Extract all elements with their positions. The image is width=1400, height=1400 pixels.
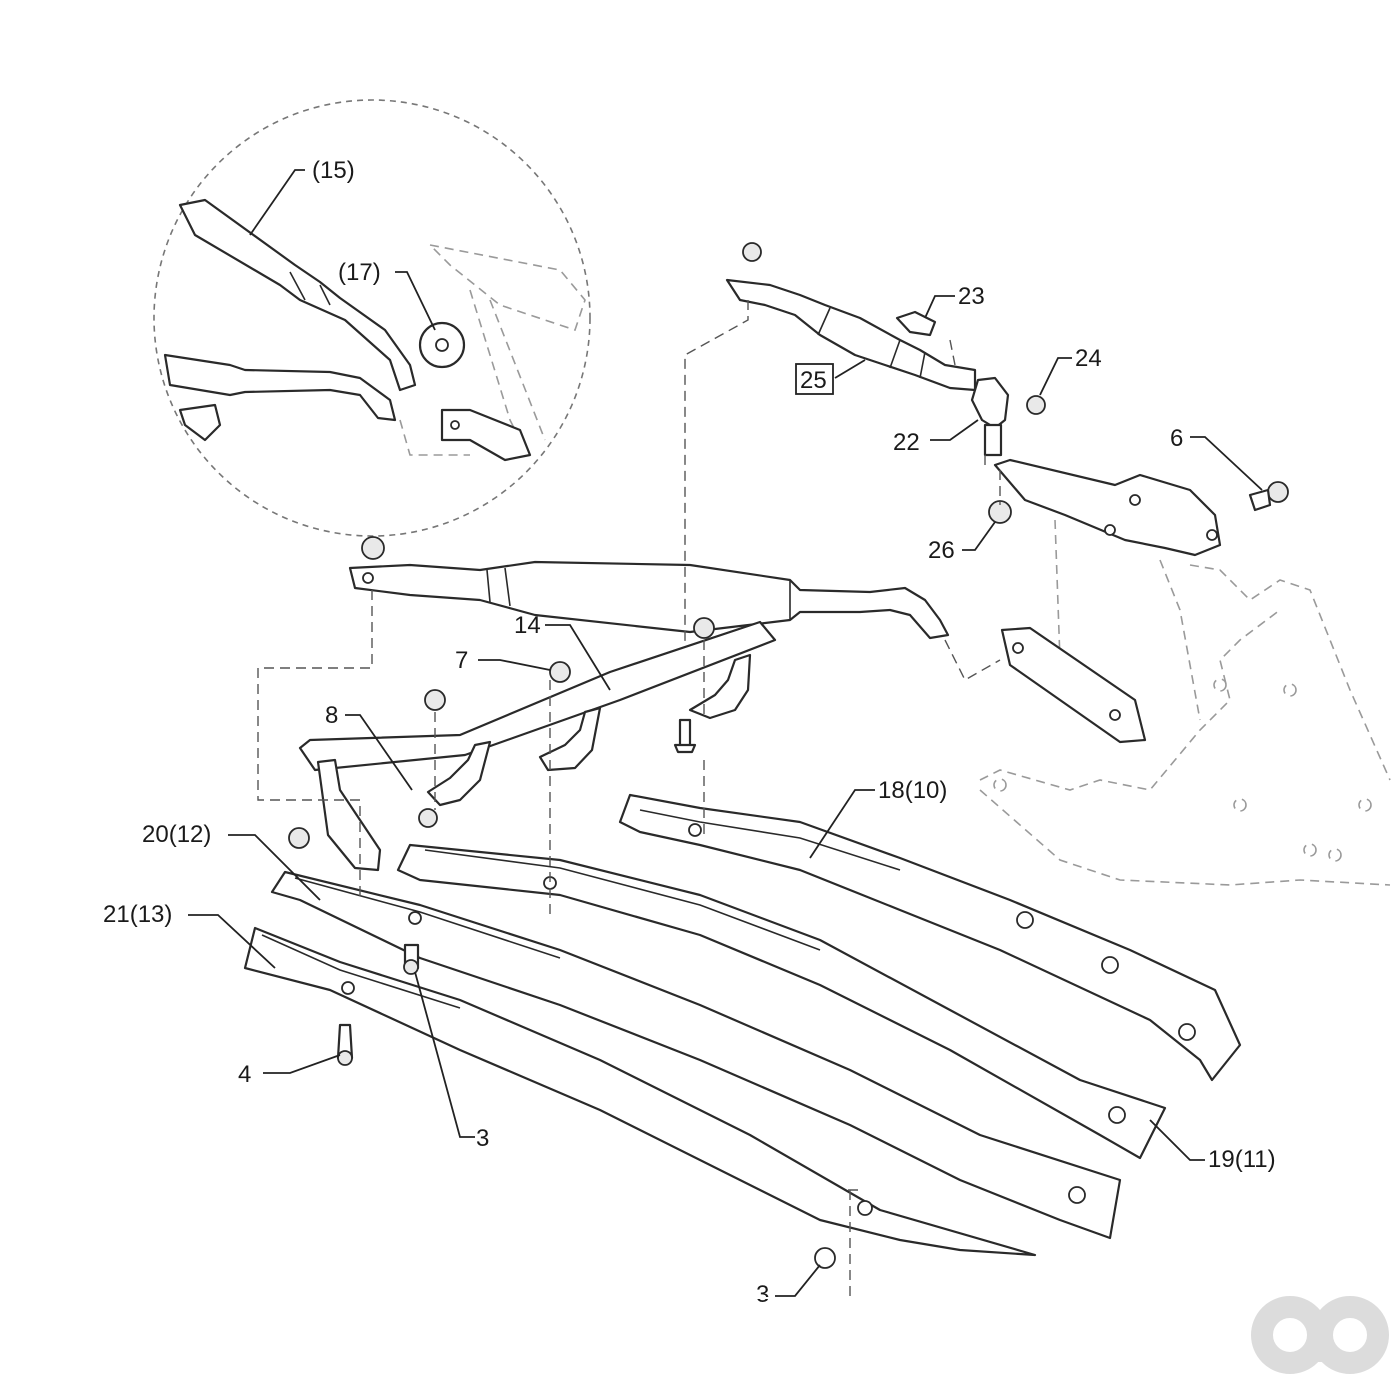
main-turnbuckle (348, 536, 950, 640)
detail-inset (153, 99, 591, 537)
callout-18: 18(10) (878, 777, 947, 804)
ao-logo-icon (1251, 1296, 1389, 1374)
nut (742, 242, 762, 262)
callout-24: 24 (1075, 345, 1102, 372)
callout-labels: (15) (17) 23 24 25 22 6 26 14 7 8 18(10)… (103, 157, 1276, 1308)
leader-lines (188, 169, 1263, 1297)
callout-23: 23 (958, 283, 985, 310)
callout-14: 14 (514, 612, 541, 639)
blades (243, 793, 1242, 1269)
callout-22: 22 (893, 429, 920, 456)
callout-17: (17) (338, 259, 381, 286)
blade-20 (270, 870, 1122, 1240)
right-frame-bracket (979, 458, 1391, 886)
callout-6: 6 (1170, 425, 1183, 452)
blade-19 (396, 843, 1167, 1160)
callout-3a: 3 (476, 1125, 489, 1152)
callout-8: 8 (325, 702, 338, 729)
callout-26: 26 (928, 537, 955, 564)
callout-21: 21(13) (103, 901, 172, 928)
assembly-lines (257, 300, 1001, 1300)
blade-18 (618, 793, 1242, 1082)
upper-turnbuckle (725, 242, 1046, 457)
blade-21 (243, 926, 1037, 1257)
hook-bracket-bar (288, 617, 777, 872)
callout-25: 25 (800, 367, 827, 394)
callout-25-box (795, 363, 834, 395)
callout-7: 7 (455, 647, 468, 674)
callout-19: 19(11) (1208, 1146, 1276, 1173)
callout-15: (15) (312, 157, 355, 184)
callout-4: 4 (238, 1061, 251, 1088)
callout-20: 20(12) (142, 821, 211, 848)
callout-3b: 3 (756, 1281, 769, 1308)
